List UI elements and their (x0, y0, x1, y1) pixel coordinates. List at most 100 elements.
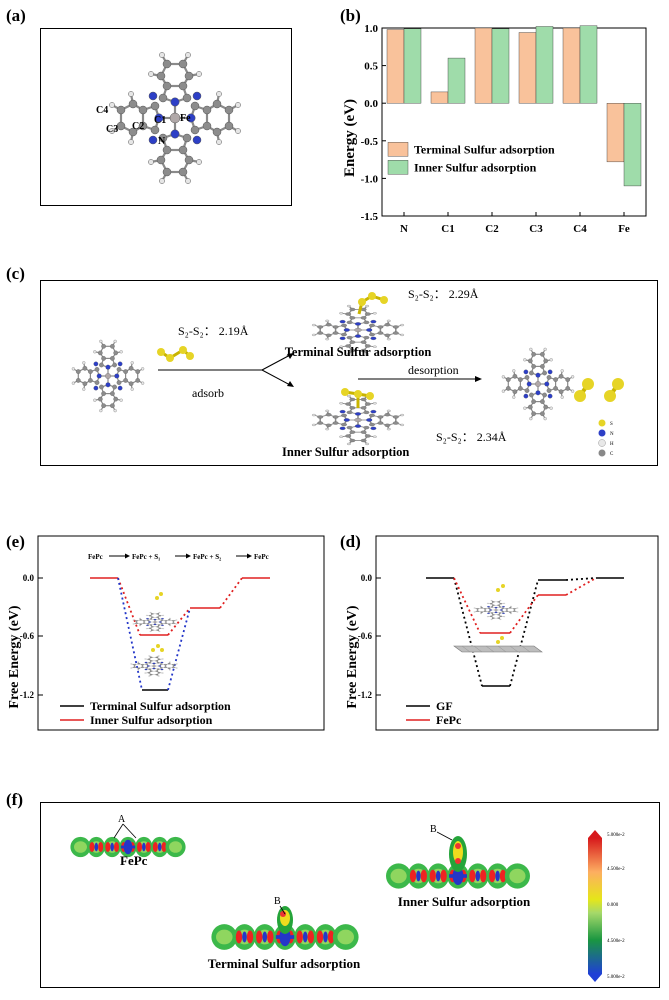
panel-b-label: (b) (340, 6, 361, 25)
fepc-molecule (473, 600, 519, 620)
marker-b-terminal: B (274, 896, 281, 907)
pathway-step: FePc + S₁ (132, 553, 160, 561)
bar-terminal-n (386, 29, 405, 104)
marker-b-inner: B (430, 824, 437, 835)
legend-swatch (387, 142, 409, 157)
fepc-molecule (501, 347, 575, 421)
bar-inner-c3 (535, 26, 554, 104)
panel-e-legend-inner: Inner Sulfur adsorption (90, 713, 213, 727)
s2-distance-terminal: S₂-S₂： 2.29Å (408, 287, 479, 301)
bar-terminal-c1 (430, 91, 449, 104)
colorbar-tick: 4.500e-2 (607, 939, 625, 944)
svg-text:C: C (610, 452, 614, 457)
fepc-molecule (130, 655, 178, 677)
fepc-molecule (132, 612, 178, 632)
svg-text:S: S (610, 422, 613, 427)
fepc-molecule (109, 52, 241, 184)
fepc-molecule (311, 394, 405, 446)
colorbar-tick: 0.000 (607, 903, 619, 908)
s2-molecule-initial (157, 346, 194, 362)
bar-terminal-c3 (518, 32, 537, 104)
energy-bar-chart: Energy (eV) 1.0 0.5 0.0 -0.5 -1.0 -1.5N C1 C2 C3… (342, 23, 647, 235)
x-tick-label: C3 (529, 223, 543, 235)
pathway-step: FePc + S₂ (193, 553, 221, 561)
panel-a-label: (a) (6, 6, 26, 25)
charge-density-slice (211, 924, 359, 950)
legend-label: Terminal Sulfur adsorption (414, 142, 555, 156)
sulfur-lobe-terminal (277, 906, 293, 934)
panel-d-ytick: -1.2 (358, 690, 373, 700)
panel-d-ylabel: Free Energy (eV) (345, 605, 360, 708)
s2-molecules-desorbed (574, 378, 624, 402)
bar-terminal-c4 (562, 27, 581, 104)
adsorb-label: adsorb (192, 386, 224, 400)
s2-molecule-inner (341, 388, 374, 408)
panel-d-ytick: 0.0 (361, 573, 373, 583)
x-tick-label: N (400, 223, 408, 235)
colorbar-tick: 5.000e-2 (607, 975, 625, 980)
bar-terminal-c2 (474, 27, 493, 104)
panel-f-charge-density: FePc Terminal Sulfur adsorption Inner Su… (40, 802, 660, 988)
panel-c-label: (c) (6, 264, 25, 283)
panel-c-scheme: S₂-S₂： 2.19Å S₂-S₂： 2.29Å S₂-S₂： 2.34Å T… (40, 280, 658, 466)
reaction-arrows (158, 353, 478, 387)
panel-d-legend-fepc: FePc (436, 713, 462, 727)
panel-d-legend-gf: GF (436, 699, 453, 713)
panel-d-label: (d) (340, 532, 361, 551)
pathway-step: FePc (88, 553, 103, 561)
panel-f-label: (f) (6, 790, 23, 809)
panel-d-ytick: -0.6 (358, 631, 373, 641)
y-tick-label: 0.5 (364, 61, 378, 73)
sulfur-lobe-inner (449, 836, 467, 872)
panel-e-ylabel: Free Energy (eV) (7, 605, 22, 708)
bar-inner-c4 (579, 25, 598, 104)
fepc-molecule (71, 339, 145, 413)
chart-ylabel: Energy (eV) (342, 99, 358, 177)
y-tick-label: -1.0 (361, 173, 379, 185)
atom-label-c3: C3 (106, 124, 118, 135)
cd-label-fepc: FePc (120, 853, 148, 868)
x-tick-label: C4 (573, 223, 587, 235)
panel-e-legend-terminal: Terminal Sulfur adsorption (90, 699, 231, 713)
charge-density-slice (70, 836, 186, 858)
s2-distance-inner: S₂-S₂： 2.34Å (436, 430, 507, 444)
panel-e-ytick: -0.6 (20, 631, 35, 641)
s2-distance-initial: S₂-S₂： 2.19Å (178, 324, 249, 338)
x-tick-label: C2 (485, 223, 499, 235)
colorbar: 5.000e-2 4.500e-2 0.000 4.500e-2 5.000e-… (588, 830, 625, 982)
x-tick-label: Fe (618, 223, 630, 235)
fepc-molecule (311, 304, 405, 356)
atom-label-c2: C2 (132, 121, 144, 132)
inner-adsorption-label: Inner Sulfur adsorption (282, 445, 409, 459)
graphene-sheet (453, 645, 543, 653)
cd-label-terminal: Terminal Sulfur adsorption (208, 956, 361, 971)
y-tick-label: 1.0 (364, 23, 378, 35)
terminal-adsorption-label: Terminal Sulfur adsorption (285, 345, 432, 359)
cd-label-inner: Inner Sulfur adsorption (398, 894, 531, 909)
y-tick-label: -0.5 (361, 136, 379, 148)
atom-legend: S N H C (598, 419, 614, 457)
colorbar-tick: 5.000e-2 (607, 833, 625, 838)
s2-molecule-terminal (357, 292, 388, 315)
y-tick-label: -1.5 (361, 211, 379, 223)
legend-swatch (387, 160, 409, 175)
marker-a: A (118, 814, 126, 825)
colorbar-tick: 4.500e-2 (607, 867, 625, 872)
y-tick-label: 0.0 (364, 98, 378, 110)
svg-text:N: N (610, 432, 614, 437)
bar-terminal-fe (606, 102, 625, 163)
panel-e-label: (e) (6, 532, 25, 551)
x-tick-label: C1 (441, 223, 454, 235)
desorption-label: desorption (408, 363, 459, 377)
panel-a-molecule: C4 C3 C2 C1 Fe N (40, 28, 292, 206)
atom-label-c4: C4 (96, 105, 108, 116)
panel-e-free-energy: Free Energy (eV) 0.0 -0.6 -1.2 FePc FePc… (7, 535, 325, 731)
panel-e-ytick: 0.0 (23, 573, 35, 583)
atom-label-n: N (158, 136, 166, 147)
pathway-step: FePc (254, 553, 269, 561)
bar-inner-c2 (491, 28, 510, 104)
atom-label-fe: Fe (180, 113, 191, 124)
atom-label-c1: C1 (154, 115, 166, 126)
charge-density-slice (386, 863, 530, 889)
plot-frame (381, 27, 647, 217)
